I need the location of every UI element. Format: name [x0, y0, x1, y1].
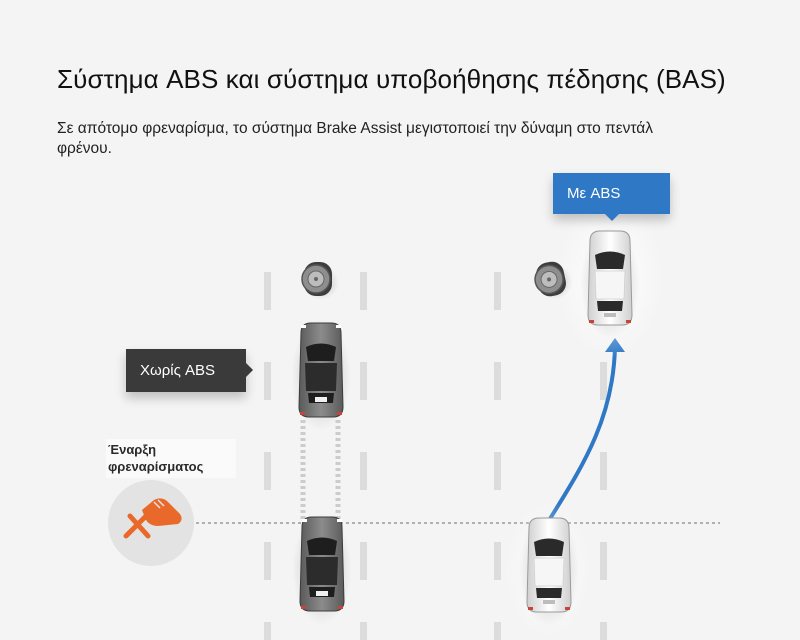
page-description: Σε απότομο φρεναρίσμα, το σύστημα Brake … [57, 120, 653, 157]
lane-markings [264, 272, 607, 640]
brake-pedal-icon [123, 498, 182, 539]
car-without-abs-end [290, 318, 352, 432]
steering-wheel-icon [301, 261, 340, 301]
braking-start-label: Έναρξη φρεναρίσματος [106, 439, 236, 478]
braking-start-label-line2: φρεναρίσματος [108, 459, 204, 474]
page-title: Σύστημα ABS και σύστημα υποβοήθησης πέδη… [57, 64, 726, 94]
brake-pedal-badge [108, 480, 194, 566]
with-abs-callout: Με ABS [553, 173, 670, 221]
car-without-abs-start [291, 512, 353, 626]
braking-start-label-line1: Έναρξη [108, 442, 157, 457]
car-with-abs-end [579, 226, 641, 340]
without-abs-callout: Χωρίς ABS [126, 349, 253, 392]
skid-marks [300, 420, 341, 520]
car-with-abs-start [518, 513, 580, 627]
